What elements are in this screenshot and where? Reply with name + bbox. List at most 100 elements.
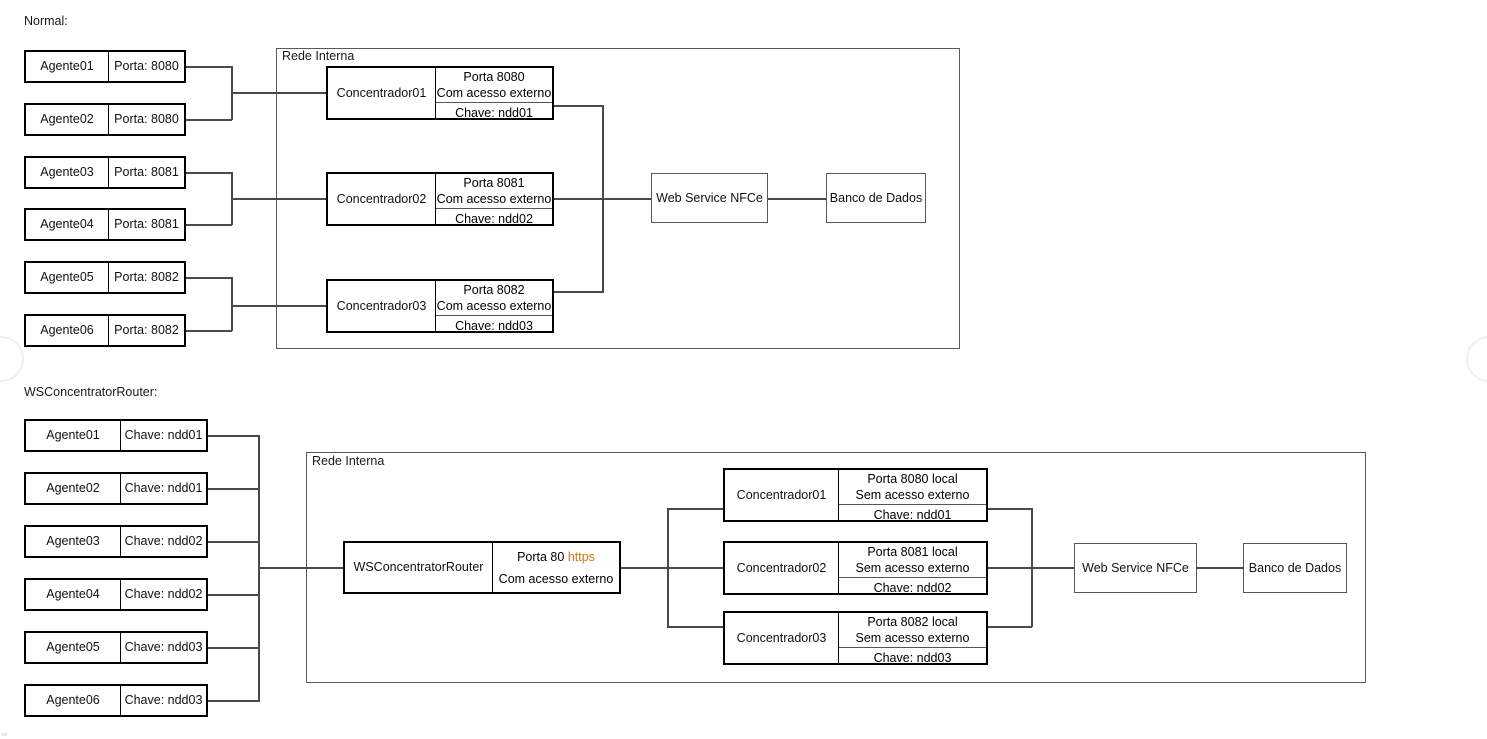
connector-line (554, 105, 604, 107)
connector-line (186, 172, 232, 174)
agent-detail: Porta: 8082 (114, 323, 179, 337)
concentrator-name: Concentrador03 (328, 281, 436, 331)
concentrator-access: Com acesso externo (436, 86, 552, 100)
agent-box[interactable]: Agente04 Chave: ndd02 (24, 578, 208, 611)
agent-detail: Porta: 8081 (114, 165, 179, 179)
network-boundary-label-router: Rede Interna (309, 454, 388, 468)
concentrator-name: Concentrador01 (328, 68, 436, 118)
connector-line (208, 435, 260, 437)
web-service-box[interactable]: Web Service NFCe (1074, 543, 1197, 593)
web-service-label: Web Service NFCe (1082, 560, 1189, 575)
concentrator-port: Porta 8082 (463, 283, 525, 297)
agent-name: Agente04 (26, 580, 121, 609)
agent-box[interactable]: Agente02 Chave: ndd01 (24, 472, 208, 505)
agent-box[interactable]: Agente05 Porta: 8082 (24, 261, 186, 294)
router-box[interactable]: WSConcentratorRouter Porta 80 https Com … (343, 541, 621, 594)
concentrator-key: Chave: ndd02 (436, 208, 552, 229)
router-port: Porta 80 https (517, 546, 595, 568)
concentrator-box[interactable]: Concentrador02 Porta 8081 local Sem aces… (723, 541, 988, 595)
concentrator-details: Porta 8080 Com acesso externo Chave: ndd… (436, 68, 552, 120)
section-caption-router: WSConcentratorRouter: (24, 385, 158, 399)
concentrator-access: Com acesso externo (436, 299, 552, 313)
concentrator-details: Porta 8082 local Sem acesso externo Chav… (839, 613, 986, 665)
concentrator-box[interactable]: Concentrador01 Porta 8080 local Sem aces… (723, 468, 988, 522)
concentrator-box[interactable]: Concentrador01 Porta 8080 Com acesso ext… (326, 66, 554, 120)
concentrator-access: Sem acesso externo (855, 488, 970, 502)
agent-box[interactable]: Agente01 Porta: 8080 (24, 50, 186, 83)
connector-line (186, 224, 232, 226)
connector-line (768, 198, 826, 200)
connector-line (602, 198, 652, 200)
web-service-box[interactable]: Web Service NFCe (651, 173, 768, 223)
concentrator-key: Chave: ndd03 (436, 315, 552, 336)
section-caption-normal: Normal: (24, 14, 68, 28)
agent-box[interactable]: Agente03 Porta: 8081 (24, 156, 186, 189)
concentrator-access: Sem acesso externo (855, 561, 970, 575)
router-details: Porta 80 https Com acesso externo (493, 543, 619, 592)
connector-line (186, 119, 232, 121)
concentrator-name: Concentrador03 (725, 613, 839, 663)
agent-name: Agente02 (26, 474, 121, 503)
concentrator-key: Chave: ndd01 (436, 102, 552, 123)
agent-name: Agente03 (26, 527, 121, 556)
agent-detail: Porta: 8081 (114, 217, 179, 231)
connector-line (186, 66, 232, 68)
concentrator-key: Chave: ndd03 (839, 647, 986, 668)
agent-name: Agente06 (26, 316, 109, 345)
router-port-prefix: Porta 80 (517, 549, 568, 564)
concentrator-box[interactable]: Concentrador02 Porta 8081 Com acesso ext… (326, 172, 554, 226)
agent-name: Agente04 (26, 210, 109, 239)
concentrator-box[interactable]: Concentrador03 Porta 8082 Com acesso ext… (326, 279, 554, 333)
concentrator-details: Porta 8080 local Sem acesso externo Chav… (839, 470, 986, 522)
connector-line (1197, 567, 1243, 569)
connector-line (667, 626, 725, 628)
agent-detail: Porta: 8080 (114, 112, 179, 126)
agent-detail: Porta: 8082 (114, 270, 179, 284)
concentrator-port: Porta 8081 local (867, 545, 958, 559)
concentrator-port: Porta 8081 (463, 176, 525, 190)
concentrator-details: Porta 8081 Com acesso externo Chave: ndd… (436, 174, 552, 226)
database-box[interactable]: Banco de Dados (826, 173, 926, 223)
agent-detail: Chave: ndd02 (124, 587, 203, 601)
web-service-label: Web Service NFCe (656, 190, 763, 205)
connector-line (186, 277, 232, 279)
page-edge-artifact-left (0, 336, 24, 382)
agent-box[interactable]: Agente02 Porta: 8080 (24, 103, 186, 136)
agent-detail: Chave: ndd02 (124, 534, 203, 548)
concentrator-port: Porta 8080 local (867, 472, 958, 486)
agent-box[interactable]: Agente04 Porta: 8081 (24, 208, 186, 241)
router-name: WSConcentratorRouter (345, 543, 493, 592)
page-corner-speck (2, 733, 7, 736)
page-edge-artifact-right (1466, 336, 1487, 382)
agent-box[interactable]: Agente05 Chave: ndd03 (24, 631, 208, 664)
agent-box[interactable]: Agente06 Chave: ndd03 (24, 684, 208, 717)
connector-line (554, 291, 604, 293)
connector-line (988, 567, 1032, 569)
concentrator-box[interactable]: Concentrador03 Porta 8082 local Sem aces… (723, 611, 988, 665)
agent-name: Agente03 (26, 158, 109, 187)
agent-detail: Chave: ndd01 (124, 481, 203, 495)
network-boundary-label-normal: Rede Interna (279, 49, 358, 63)
connector-line (554, 198, 604, 200)
connector-line (667, 508, 725, 510)
agent-detail: Chave: ndd01 (124, 428, 203, 442)
agent-name: Agente01 (26, 421, 121, 450)
connector-line (231, 198, 326, 200)
concentrator-details: Porta 8082 Com acesso externo Chave: ndd… (436, 281, 552, 333)
concentrator-key: Chave: ndd01 (839, 504, 986, 525)
connector-line (208, 541, 260, 543)
agent-box[interactable]: Agente01 Chave: ndd01 (24, 419, 208, 452)
database-label: Banco de Dados (1248, 560, 1342, 575)
connector-bus (231, 277, 233, 331)
concentrator-name: Concentrador02 (725, 543, 839, 593)
database-box[interactable]: Banco de Dados (1243, 543, 1347, 593)
agent-detail: Chave: ndd03 (124, 693, 203, 707)
connector-line (208, 647, 260, 649)
concentrator-access: Sem acesso externo (855, 631, 970, 645)
agent-box[interactable]: Agente03 Chave: ndd02 (24, 525, 208, 558)
connector-line (621, 567, 669, 569)
agent-box[interactable]: Agente06 Porta: 8082 (24, 314, 186, 347)
agent-name: Agente02 (26, 105, 109, 134)
concentrator-name: Concentrador02 (328, 174, 436, 224)
